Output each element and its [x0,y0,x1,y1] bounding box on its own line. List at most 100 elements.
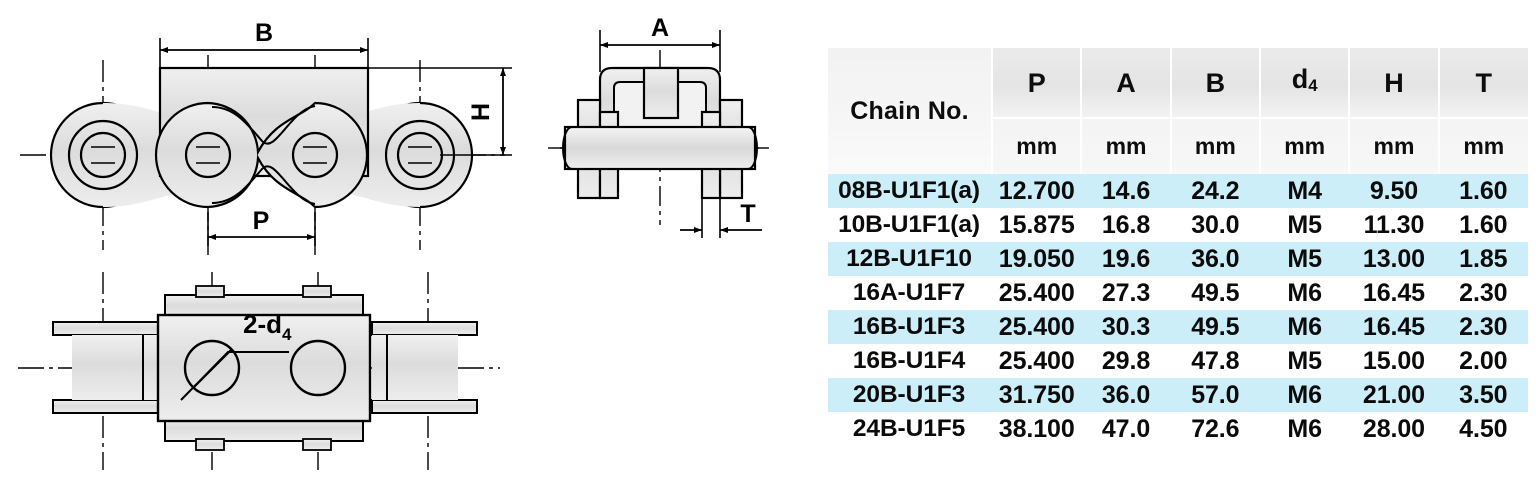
rail-right-top [371,321,478,336]
dim-label-h: H [467,103,495,121]
cell-chain-no: 16B-U1F3 [828,310,993,344]
header-unit-t: mm [1438,118,1528,174]
header-unit-d4: mm [1259,118,1351,174]
inner-link-plate [154,101,369,209]
cell-d4: M6 [1259,310,1350,344]
bracket-foot-tr [302,285,332,298]
hole-callout-label: 2-d4 [243,309,292,344]
cell-t: 2.30 [1438,310,1528,344]
cell-a: 19.6 [1081,242,1171,276]
cell-d4: M6 [1259,412,1350,446]
cell-h: 16.45 [1349,310,1439,344]
bracket-foot-br [302,438,332,451]
cell-b: 49.5 [1170,276,1260,310]
cell-t: 3.50 [1438,378,1528,412]
table-header-unit-row: mm mm mm mm mm mm [828,118,1528,174]
header-symbol-b: B [1170,48,1261,119]
cell-p: 25.400 [992,310,1082,344]
cell-h: 13.00 [1349,242,1439,276]
cell-b: 72.6 [1170,412,1260,446]
pin-end-left [562,126,573,170]
rail-right-body [372,335,458,400]
plan-attachment-plate [156,313,372,423]
cell-d4: M5 [1259,208,1350,242]
header-unit-p: mm [992,118,1083,174]
cell-p: 31.750 [992,378,1082,412]
cell-a: 16.8 [1081,208,1171,242]
header-symbol-d4-sub: 4 [1308,76,1318,95]
cell-chain-no: 10B-U1F1(a) [828,208,993,242]
cell-h: 16.45 [1349,276,1439,310]
plan-view: 2-d4 [18,272,500,470]
waist-curve-top [211,105,316,145]
cell-h: 21.00 [1349,378,1439,412]
cell-p: 25.400 [992,344,1082,378]
cell-t: 4.50 [1438,412,1528,446]
header-symbol-h: H [1349,48,1440,119]
mounting-hole-2 [289,339,347,397]
header-symbol-d4-base: d [1291,64,1309,94]
cell-b: 24.2 [1170,174,1260,208]
cell-d4: M4 [1259,174,1350,208]
cell-a: 29.8 [1081,344,1171,378]
cell-t: 2.30 [1438,276,1528,310]
cell-chain-no: 20B-U1F3 [828,378,993,412]
cell-p: 25.400 [992,276,1082,310]
drawing-canvas: B P H [18,14,772,470]
header-symbol-p: P [992,48,1083,119]
dim-label-a: A [651,14,669,42]
dim-label-b: B [255,19,273,47]
cell-h: 9.50 [1349,174,1439,208]
cell-b: 47.8 [1170,344,1260,378]
dim-label-p: P [253,207,270,235]
header-unit-b: mm [1170,118,1261,174]
header-symbol-a: A [1081,48,1172,119]
cell-b: 57.0 [1170,378,1260,412]
cell-chain-no: 24B-U1F5 [828,412,993,446]
pin-hole-2 [291,131,339,179]
center-tab [642,66,680,120]
roller-left [67,119,139,191]
cell-chain-no: 16B-U1F4 [828,344,993,378]
cell-chain-no: 08B-U1F1(a) [828,174,993,208]
technical-drawing: B P H [18,14,772,470]
bracket-foot-bl [195,438,225,451]
cell-a: 47.0 [1081,412,1171,446]
cell-b: 36.0 [1170,242,1260,276]
cell-a: 36.0 [1081,378,1171,412]
cell-d4: M6 [1259,378,1350,412]
cell-p: 19.050 [992,242,1082,276]
bushing-left [79,131,127,179]
cell-t: 1.85 [1438,242,1528,276]
cell-h: 15.00 [1349,344,1439,378]
cell-chain-no: 16A-U1F7 [828,276,993,310]
end-view: A T [548,14,772,238]
cell-b: 49.5 [1170,310,1260,344]
pin-hole-1 [184,131,232,179]
rail-right-bottom [371,399,478,414]
specification-table: Chain No. P A B d4 H T mm mm mm mm mm mm… [828,48,1528,446]
cell-t: 1.60 [1438,174,1528,208]
chain-pin [563,125,757,171]
cell-a: 14.6 [1081,174,1171,208]
mounting-hole-1 [183,339,241,397]
side-view: B P H [20,19,512,255]
cell-p: 15.875 [992,208,1082,242]
header-chain-no: Chain No. [828,48,994,174]
rail-left-body [72,335,158,400]
specification-table-container: Chain No. P A B d4 H T mm mm mm mm mm mm… [828,48,1528,446]
header-symbol-d4: d4 [1259,48,1351,119]
cell-chain-no: 12B-U1F10 [828,242,993,276]
callout-leader-line [180,351,289,401]
cell-d4: M5 [1259,344,1350,378]
cell-p: 12.700 [992,174,1082,208]
waist-curve-bottom [211,165,316,205]
